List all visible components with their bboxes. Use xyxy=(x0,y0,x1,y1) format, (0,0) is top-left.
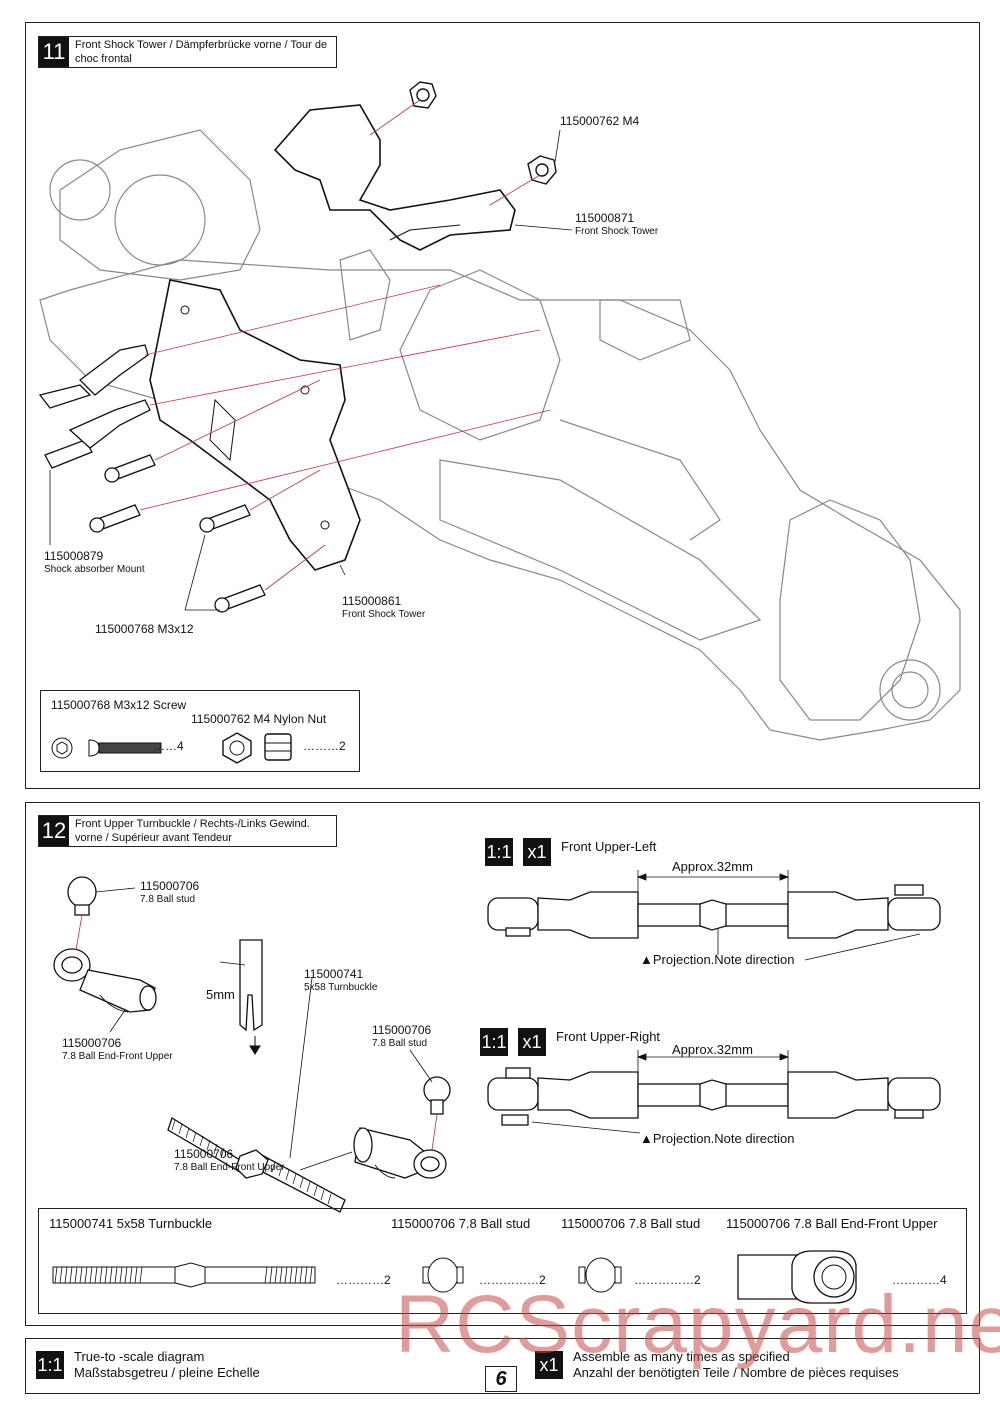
step-12-parts-list: 115000741 5x58 Turnbuckle 115000706 7.8 … xyxy=(38,1208,967,1314)
front-upper-left-note: ▲Projection.Note direction xyxy=(640,952,795,967)
front-upper-left-header: 1:1 x1 Front Upper-Left xyxy=(485,838,656,866)
count-icon: x1 xyxy=(535,1351,563,1379)
step-11-parts-list: 115000768 M3x12 Screw 115000762 M4 Nylon… xyxy=(40,690,360,772)
count-icon: x1 xyxy=(518,1028,546,1056)
part-label-ball-end-right: 115000706 7.8 Ball End-Front Upper xyxy=(174,1147,285,1174)
bom-screw-qty: ……4 xyxy=(153,739,184,753)
bom-ball-stud-label-1: 115000706 7.8 Ball stud xyxy=(391,1216,531,1231)
bom-nut-label: 115000762 M4 Nylon Nut xyxy=(191,712,327,726)
front-upper-right-assembly xyxy=(487,1050,941,1134)
step-12-number: 12 xyxy=(39,816,69,846)
part-label-turnbuckle: 115000741 5x58 Turnbuckle xyxy=(304,967,378,994)
count-legend: x1 Assemble as many times as specified A… xyxy=(535,1349,899,1381)
page-number: 6 xyxy=(485,1366,517,1392)
ball-stud-icon xyxy=(422,1257,464,1293)
front-upper-left-assembly xyxy=(487,870,941,961)
step-11-header: 11 Front Shock Tower / Dämpferbrücke vor… xyxy=(38,36,337,68)
front-upper-right-title: Front Upper-Right xyxy=(556,1028,661,1044)
bom-ball-stud-qty-2: ……………2 xyxy=(634,1273,701,1287)
count-legend-text-de: Anzahl der benötigten Teile / Nombre de … xyxy=(573,1365,899,1380)
ball-end-icon xyxy=(737,1250,857,1304)
part-label-shock-mount: 115000879 Shock absorber Mount xyxy=(44,549,145,576)
screw-icon xyxy=(51,737,162,759)
step-12-panel xyxy=(25,802,980,1326)
scale-icon: 1:1 xyxy=(485,838,513,866)
front-upper-right-length: Approx.32mm xyxy=(672,1042,753,1057)
bom-nut-qty: ………2 xyxy=(303,739,346,753)
nylon-nut-icon xyxy=(222,732,292,764)
part-label-ball-stud-top: 115000706 7.8 Ball stud xyxy=(140,879,200,906)
part-label-ball-end-left: 115000706 7.8 Ball End-Front Upper xyxy=(62,1036,173,1063)
bom-screw-label: 115000768 M3x12 Screw xyxy=(51,698,187,712)
scale-legend: 1:1 True-to -scale diagram Maßstabsgetre… xyxy=(36,1349,260,1381)
turnbuckle-icon xyxy=(52,1262,316,1288)
scale-legend-text-de: Maßstabsgetreu / pleine Echelle xyxy=(74,1365,260,1380)
bom-ball-end-label: 115000706 7.8 Ball End-Front Upper xyxy=(726,1216,938,1231)
part-label-nut: 115000762 M4 xyxy=(560,114,640,128)
step-11-title: Front Shock Tower / Dämpferbrücke vorne … xyxy=(75,39,328,65)
front-upper-right-header: 1:1 x1 Front Upper-Right xyxy=(480,1028,660,1056)
ball-stud-icon xyxy=(578,1257,622,1293)
bom-ball-stud-qty-1: ……………2 xyxy=(479,1273,546,1287)
step-12-title: Front Upper Turnbuckle / Rechts-/Links G… xyxy=(75,818,310,844)
part-label-ball-stud-right: 115000706 7.8 Ball stud xyxy=(372,1023,432,1050)
scale-legend-text-en: True-to -scale diagram xyxy=(74,1349,205,1364)
scale-icon: 1:1 xyxy=(36,1351,64,1379)
tool-size-label: 5mm xyxy=(206,987,235,1002)
part-label-upper-shock-tower: 115000871 Front Shock Tower xyxy=(575,211,659,238)
part-label-screw: 115000768 M3x12 xyxy=(95,622,194,636)
watermark: RCScrapyard.net xyxy=(395,1279,1000,1370)
count-icon: x1 xyxy=(523,838,551,866)
step-12-header: 12 Front Upper Turnbuckle / Rechts-/Link… xyxy=(38,815,337,847)
front-upper-right-note: ▲Projection.Note direction xyxy=(640,1131,795,1146)
count-legend-text-en: Assemble as many times as specified xyxy=(573,1349,790,1364)
bom-turnbuckle-qty: …………2 xyxy=(336,1273,391,1287)
bom-turnbuckle-label: 115000741 5x58 Turnbuckle xyxy=(49,1216,213,1231)
front-upper-left-title: Front Upper-Left xyxy=(561,838,657,854)
step-11-number: 11 xyxy=(39,37,69,67)
front-chassis-illustration xyxy=(38,81,961,741)
scale-icon: 1:1 xyxy=(480,1028,508,1056)
turnbuckle-exploded-illustration xyxy=(53,876,451,1213)
bom-ball-end-qty: …………4 xyxy=(892,1273,947,1287)
bom-ball-stud-label-2: 115000706 7.8 Ball stud xyxy=(561,1216,701,1231)
part-label-shock-tower: 115000861 Front Shock Tower xyxy=(342,594,426,621)
front-upper-left-length: Approx.32mm xyxy=(672,859,753,874)
